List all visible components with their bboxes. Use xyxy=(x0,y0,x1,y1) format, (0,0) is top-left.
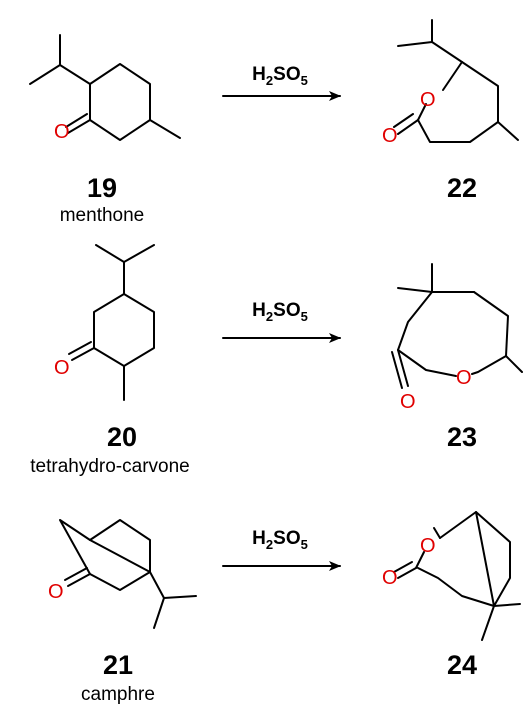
compound-number-23: 23 xyxy=(447,422,477,452)
oxygen-atom: O xyxy=(456,367,472,389)
reagent-label: H2SO5 xyxy=(252,64,308,88)
oxygen-atom: O xyxy=(54,121,70,143)
compound-name-camphre: camphre xyxy=(81,684,155,705)
reagent-label: H2SO5 xyxy=(252,300,308,324)
compound-number-20: 20 xyxy=(107,422,137,452)
oxygen-atom: O xyxy=(382,125,398,147)
molecule-tetrahydro-carvone: O xyxy=(54,244,155,401)
compound-number-19: 19 xyxy=(87,173,117,203)
compound-name-menthone: menthone xyxy=(60,205,145,226)
oxygen-atom: O xyxy=(400,391,416,413)
oxygen-atom: O xyxy=(54,357,70,379)
compound-number-24: 24 xyxy=(447,650,477,680)
oxygen-atom: O xyxy=(48,581,64,603)
oxygen-atom: O xyxy=(382,567,398,589)
oxygen-atom: O xyxy=(420,89,436,111)
reagent-label: H2SO5 xyxy=(252,528,308,552)
molecule-camphre: O xyxy=(48,519,197,629)
oxygen-atom: O xyxy=(420,535,436,557)
molecule-menthone: O xyxy=(29,34,181,143)
compound-name-tetrahydro-carvone: tetrahydro-carvone xyxy=(30,456,189,477)
molecule-lactone-22: O O xyxy=(382,19,519,147)
molecule-lactone-23: O O xyxy=(391,263,523,413)
molecule-lactone-24: O O xyxy=(382,511,521,641)
compound-number-22: 22 xyxy=(447,173,477,203)
compound-number-21: 21 xyxy=(103,650,133,680)
